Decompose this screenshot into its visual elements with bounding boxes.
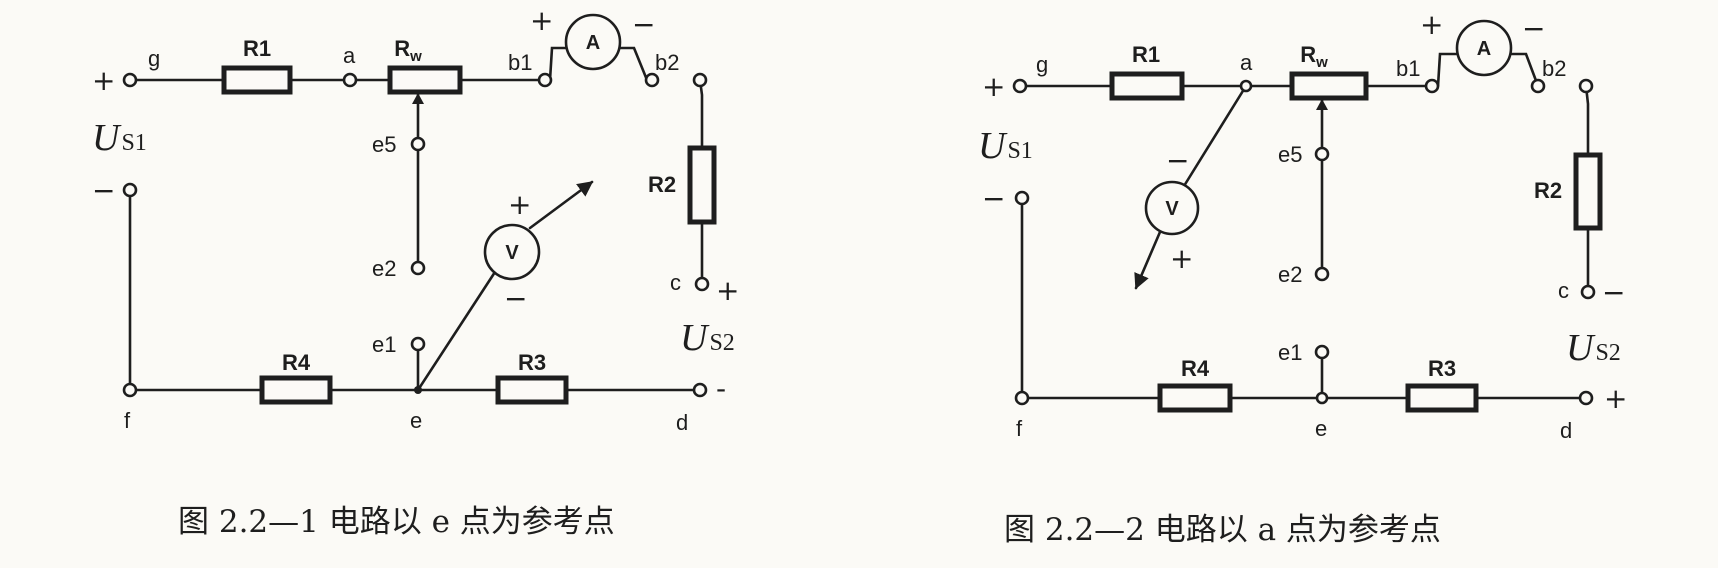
fig2-rw-wiper-arrow <box>1316 99 1328 110</box>
fig2-ammeter-plus: + <box>1420 8 1443 41</box>
fig2-terminals <box>1012 78 1596 406</box>
fig2-r3-resistor <box>1405 383 1479 413</box>
fig2-us2-c-sign: − <box>1602 276 1625 309</box>
fig1-ammeter-minus: − <box>632 8 655 41</box>
fig1-r4-resistor <box>259 375 333 405</box>
fig1-node-e5: e5 <box>372 132 396 157</box>
fig2-r1-label: R1 <box>1132 42 1160 67</box>
fig1-r4-label: R4 <box>282 350 311 375</box>
fig1-us2-c-sign: + <box>716 274 739 307</box>
fig1-r1-resistor <box>221 65 293 95</box>
fig1-node-e: e <box>410 408 422 433</box>
fig2-r3-label: R3 <box>1428 356 1456 381</box>
figure-2: A V R1 Rw R2 R4 R3 g a b1 b2 e5 e2 e1 e … <box>978 8 1627 548</box>
fig2-rw-resistor <box>1289 71 1369 101</box>
fig2-node-d: d <box>1560 418 1572 443</box>
fig2-r1-resistor <box>1109 71 1185 101</box>
fig2-voltmeter-minus: − <box>1166 144 1189 177</box>
fig1-node-b1: b1 <box>508 50 532 75</box>
fig1-node-d: d <box>676 410 688 435</box>
fig2-node-f: f <box>1016 416 1023 441</box>
fig1-node-f: f <box>124 408 131 433</box>
fig1-node-g: g <box>148 46 160 71</box>
fig1-terminals <box>122 72 710 398</box>
fig1-caption: 图 2.2—1 电路以 e 点为参考点 <box>178 504 615 540</box>
fig2-us1-plus: + <box>982 70 1005 103</box>
fig1-node-e2: e2 <box>372 256 396 281</box>
svg-text:A: A <box>586 32 600 54</box>
fig2-us2-label: US2 <box>1566 327 1621 369</box>
svg-text:A: A <box>1477 38 1491 60</box>
fig1-voltmeter: V <box>483 223 541 281</box>
fig2-node-e2: e2 <box>1278 262 1302 287</box>
fig1-node-b2: b2 <box>655 50 679 75</box>
fig2-voltmeter-plus: + <box>1170 242 1193 275</box>
fig1-ammeter-plus: + <box>530 4 553 37</box>
fig2-r2-resistor <box>1573 152 1603 231</box>
fig2-node-b2: b2 <box>1542 56 1566 81</box>
fig1-r3-resistor <box>495 375 569 405</box>
svg-text:V: V <box>505 242 519 264</box>
fig2-us2-d-sign: + <box>1604 382 1627 415</box>
fig1-rw-label: Rw <box>394 36 422 65</box>
fig2-node-g: g <box>1036 52 1048 77</box>
fig1-node-e1: e1 <box>372 332 396 357</box>
fig2-node-e5: e5 <box>1278 142 1302 167</box>
fig1-us1-plus: + <box>92 64 115 97</box>
fig1-r1-label: R1 <box>243 36 271 61</box>
fig2-node-a: a <box>1240 50 1253 75</box>
fig1-voltmeter-plus: + <box>508 188 531 221</box>
fig1-us2-label: US2 <box>680 317 735 359</box>
fig1-voltmeter-minus: − <box>504 282 527 315</box>
fig2-node-e1: e1 <box>1278 340 1302 365</box>
fig2-ammeter: A <box>1455 19 1513 77</box>
fig2-r4-label: R4 <box>1181 356 1210 381</box>
fig2-us1-minus: − <box>982 182 1005 215</box>
figure-1: A V R1 Rw R2 R4 R3 g a b1 b2 e5 e2 e1 e … <box>92 4 739 540</box>
fig1-rw-wiper-arrow <box>412 93 424 104</box>
fig1-node-c: c <box>670 270 681 295</box>
fig1-rw-resistor <box>387 65 463 95</box>
fig2-r2-label: R2 <box>1534 178 1562 203</box>
fig1-node-a: a <box>343 43 356 68</box>
fig2-ammeter-minus: − <box>1522 12 1545 45</box>
fig2-node-b1: b1 <box>1396 56 1420 81</box>
fig2-node-e: e <box>1315 416 1327 441</box>
fig2-wires <box>1020 52 1590 400</box>
fig2-r4-resistor <box>1157 383 1233 413</box>
fig2-node-c: c <box>1558 278 1569 303</box>
fig1-r2-label: R2 <box>648 172 676 197</box>
fig1-us2-d-sign: - <box>716 372 726 405</box>
fig2-us1-label: US1 <box>978 125 1033 167</box>
fig1-ammeter: A <box>564 13 622 71</box>
fig1-r3-label: R3 <box>518 350 546 375</box>
fig2-voltmeter: V <box>1144 180 1200 236</box>
fig1-r2-resistor <box>687 145 717 225</box>
fig1-us1-minus: − <box>92 174 115 207</box>
svg-text:V: V <box>1165 198 1179 220</box>
fig2-rw-label: Rw <box>1300 42 1328 71</box>
fig2-caption: 图 2.2—2 电路以 a 点为参考点 <box>1004 512 1441 548</box>
fig1-us1-label: US1 <box>92 117 147 159</box>
